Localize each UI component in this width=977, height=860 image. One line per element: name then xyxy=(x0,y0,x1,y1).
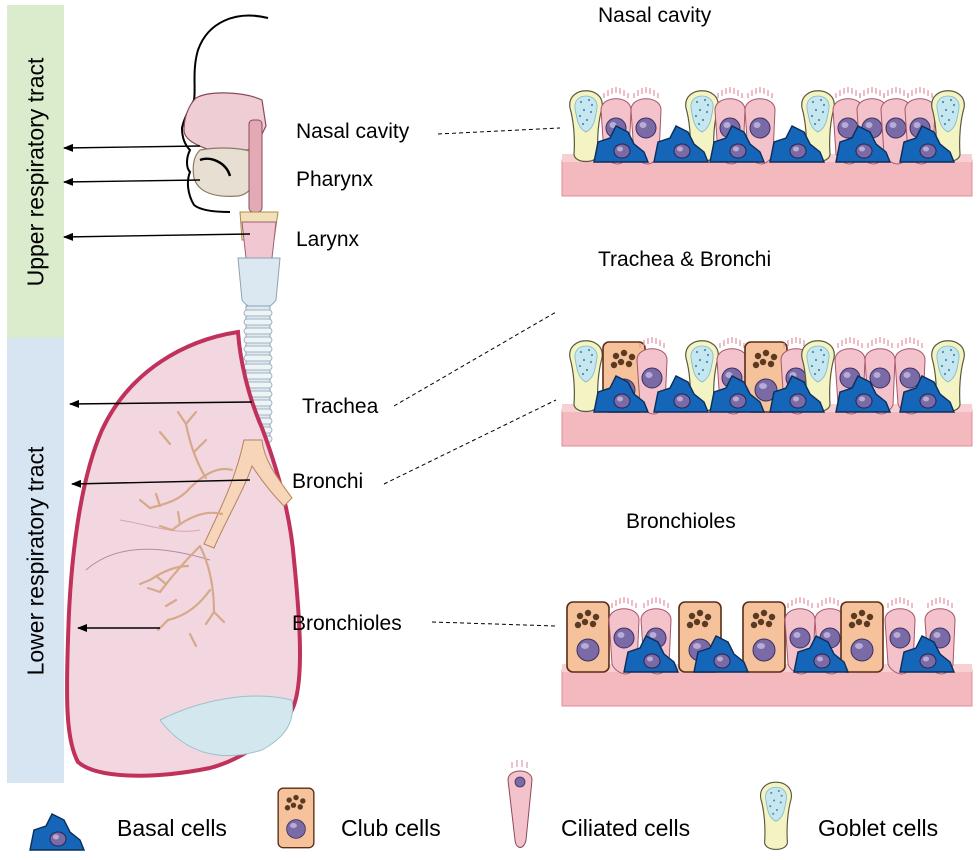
legend-goblet-icon xyxy=(761,782,792,849)
label-bronchioles: Bronchioles xyxy=(292,612,402,636)
legend-goblet-label: Goblet cells xyxy=(818,815,938,842)
label-bronchi: Bronchi xyxy=(292,470,363,494)
club-cell xyxy=(567,602,609,672)
legend-ciliated-icon xyxy=(508,760,532,848)
label-pharynx: Pharynx xyxy=(296,168,373,192)
panel-title-trachea-bronchi: Trachea & Bronchi xyxy=(598,248,771,272)
dashed-connectors xyxy=(384,128,560,626)
label-larynx: Larynx xyxy=(296,228,359,252)
legend-basal-label: Basal cells xyxy=(117,815,227,842)
club-cell xyxy=(841,602,883,672)
trachea-bronchi-epithelium-panel xyxy=(562,337,972,446)
nasal-epithelium-panel xyxy=(562,87,972,196)
legend-ciliated-label: Ciliated cells xyxy=(561,815,690,842)
head-profile xyxy=(182,16,280,309)
panel-title-nasal: Nasal cavity xyxy=(598,4,711,28)
legend-basal-icon xyxy=(30,814,84,850)
legend-club-icon xyxy=(278,788,314,848)
bronchioles-epithelium-panel xyxy=(562,597,972,706)
club-cell xyxy=(743,602,785,672)
label-trachea: Trachea xyxy=(302,395,378,419)
panel-title-bronchioles: Bronchioles xyxy=(626,510,736,534)
label-nasal-cavity: Nasal cavity xyxy=(296,120,409,144)
legend-club-label: Club cells xyxy=(341,815,441,842)
